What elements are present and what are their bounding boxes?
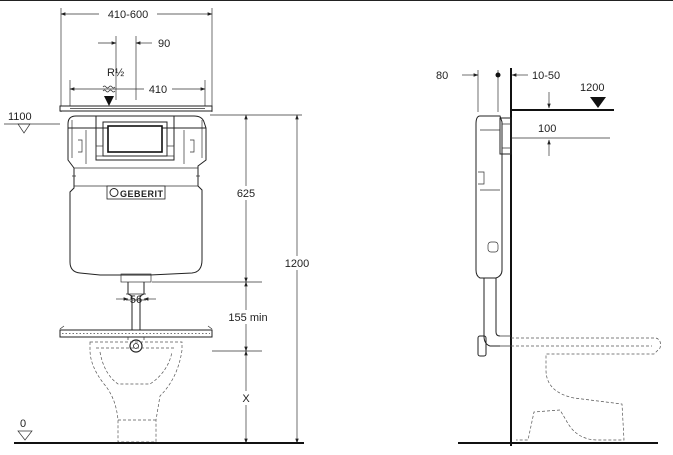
front-view: 410-600 90 R½ 410 bbox=[4, 7, 313, 444]
dim-90-label: 90 bbox=[158, 38, 170, 50]
dim-80-label: 80 bbox=[436, 70, 448, 82]
level-1100-marker-icon bbox=[17, 123, 31, 134]
dim-56-label: 56 bbox=[130, 294, 142, 306]
outlet-collar bbox=[120, 273, 152, 283]
thread-label: R½ bbox=[107, 67, 124, 79]
side-view: 80 10-50 1200 100 bbox=[436, 68, 661, 446]
dim-155-label: 155 min bbox=[228, 312, 267, 324]
flush-opening bbox=[107, 125, 163, 153]
level-0-marker-icon bbox=[17, 430, 33, 441]
actuator-frame bbox=[95, 115, 175, 161]
cistern-body bbox=[67, 115, 207, 276]
level-1200-marker-icon bbox=[590, 97, 606, 108]
dim-410-600-label: 410-600 bbox=[108, 9, 148, 21]
dim-10-50-label: 10-50 bbox=[532, 70, 560, 82]
cistern-side-body bbox=[475, 115, 503, 279]
dim-410-label: 410 bbox=[149, 84, 167, 96]
toilet-side bbox=[511, 337, 661, 441]
flush-pipe bbox=[127, 282, 145, 334]
level-1200-label: 1200 bbox=[580, 82, 604, 94]
dim-x-label: X bbox=[242, 393, 250, 405]
side-flush-pipe bbox=[483, 278, 501, 347]
level-1100-label: 1100 bbox=[8, 111, 32, 123]
brand-text: GEBERIT bbox=[120, 189, 164, 199]
dim-100-label: 100 bbox=[538, 123, 556, 135]
toilet-bowl bbox=[89, 341, 183, 443]
center-dot-icon bbox=[495, 72, 501, 78]
actuator-plate-side bbox=[499, 117, 512, 155]
dim-1200-label: 1200 bbox=[285, 258, 309, 270]
level-0-label: 0 bbox=[20, 418, 26, 430]
geberit-logo: GEBERIT bbox=[106, 185, 166, 200]
inlet-arrow-icon bbox=[104, 96, 114, 106]
dim-625-label: 625 bbox=[237, 188, 255, 200]
